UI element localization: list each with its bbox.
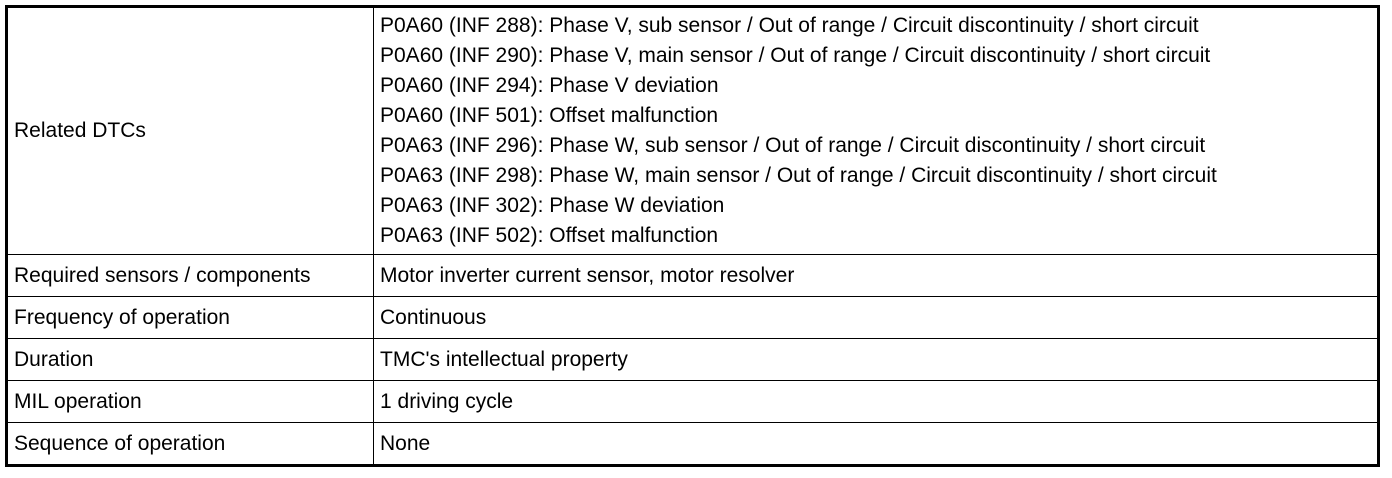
row-related-dtcs: Related DTCs P0A60 (INF 288): Phase V, s…	[6, 6, 1379, 255]
related-dtcs-value: P0A60 (INF 288): Phase V, sub sensor / O…	[373, 6, 1379, 255]
dtc-line: P0A63 (INF 298): Phase W, main sensor / …	[380, 164, 1217, 187]
dtc-line: P0A60 (INF 501): Offset malfunction	[380, 104, 719, 127]
dtc-line: P0A63 (INF 302): Phase W deviation	[380, 194, 725, 217]
dtc-line: P0A63 (INF 296): Phase W, sub sensor / O…	[380, 134, 1206, 157]
spec-table: Related DTCs P0A60 (INF 288): Phase V, s…	[5, 5, 1380, 467]
required-sensors-label: Required sensors / components	[6, 254, 374, 297]
mil-operation-value: 1 driving cycle	[373, 380, 1379, 423]
frequency-label: Frequency of operation	[6, 296, 374, 339]
sequence-label: Sequence of operation	[6, 422, 374, 466]
dtc-line: P0A60 (INF 290): Phase V, main sensor / …	[380, 44, 1211, 67]
required-sensors-value: Motor inverter current sensor, motor res…	[373, 254, 1379, 297]
dtc-line: P0A63 (INF 502): Offset malfunction	[380, 224, 719, 247]
row-sequence: Sequence of operation None	[6, 422, 1379, 466]
frequency-value: Continuous	[373, 296, 1379, 339]
duration-label: Duration	[6, 338, 374, 381]
dtc-line: P0A60 (INF 288): Phase V, sub sensor / O…	[380, 14, 1199, 37]
row-mil-operation: MIL operation 1 driving cycle	[6, 380, 1379, 423]
mil-operation-label: MIL operation	[6, 380, 374, 423]
sequence-value: None	[373, 422, 1379, 466]
dtc-line: P0A60 (INF 294): Phase V deviation	[380, 74, 719, 97]
duration-value: TMC's intellectual property	[373, 338, 1379, 381]
row-duration: Duration TMC's intellectual property	[6, 338, 1379, 381]
row-frequency: Frequency of operation Continuous	[6, 296, 1379, 339]
row-required-sensors: Required sensors / components Motor inve…	[6, 254, 1379, 297]
related-dtcs-label: Related DTCs	[6, 6, 374, 255]
